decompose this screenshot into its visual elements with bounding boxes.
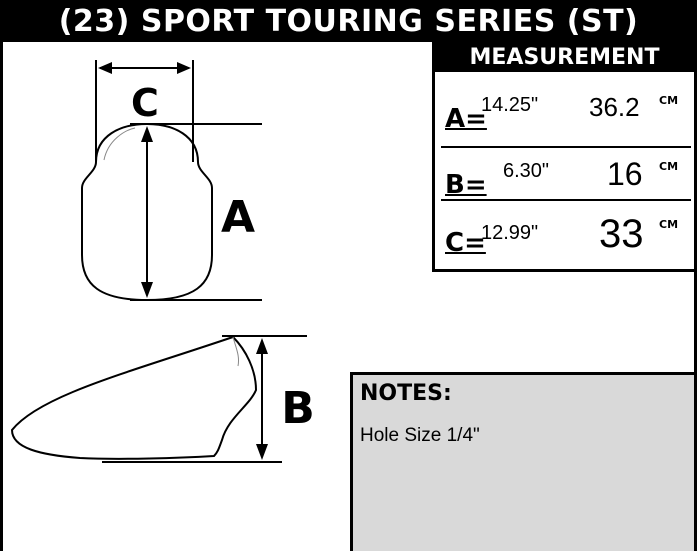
notes-text: Hole Size 1/4": [360, 425, 480, 446]
measurement-unit-c: CM: [659, 218, 679, 231]
label-b: B: [281, 383, 315, 434]
measurement-label-b: B=: [445, 170, 487, 200]
measurement-divider-1: [441, 146, 691, 148]
frame-left-border: [0, 42, 3, 551]
measurement-label-a: A=: [445, 104, 487, 134]
measurement-cm-c: 33: [599, 212, 644, 256]
windshield-front-edge: [103, 127, 136, 161]
windshield-side-edge: [232, 336, 239, 367]
notes-panel: NOTES: Hole Size 1/4": [350, 372, 694, 551]
b-arrow-top: [256, 338, 268, 354]
measurement-cm-a: 36.2: [589, 92, 640, 122]
measurement-title: MEASUREMENT: [435, 42, 694, 72]
frame-right-border: [694, 42, 697, 551]
notes-title: NOTES:: [360, 381, 452, 406]
windshield-side-outline: [10, 335, 258, 460]
page-title: (23) SPORT TOURING SERIES (ST): [0, 0, 697, 42]
c-arrow-left: [98, 62, 112, 74]
measurement-row-c: C= 12.99" 33 CM: [441, 204, 691, 266]
measurement-panel: MEASUREMENT A= 14.25" 36.2 CM B= 6.30" 1…: [432, 42, 694, 272]
a-arrow-bottom: [141, 282, 153, 298]
measurement-label-c: C=: [445, 228, 486, 258]
c-arrow-right: [177, 62, 191, 74]
measurement-inches-b: 6.30": [503, 160, 550, 182]
measurement-inches-c: 12.99": [481, 222, 539, 244]
measurement-inches-a: 14.25": [481, 94, 539, 116]
measurement-divider-2: [441, 199, 691, 201]
label-c: C: [131, 81, 159, 125]
measurement-row-b: B= 6.30" 16 CM: [441, 146, 691, 208]
measurement-cm-b: 16: [607, 156, 643, 192]
measurement-row-a: A= 14.25" 36.2 CM: [441, 80, 691, 142]
label-a: A: [221, 192, 255, 243]
measurement-unit-b: CM: [659, 160, 679, 173]
measurement-unit-a: CM: [659, 94, 679, 107]
b-arrow-bottom: [256, 444, 268, 460]
a-arrow-top: [141, 126, 153, 142]
